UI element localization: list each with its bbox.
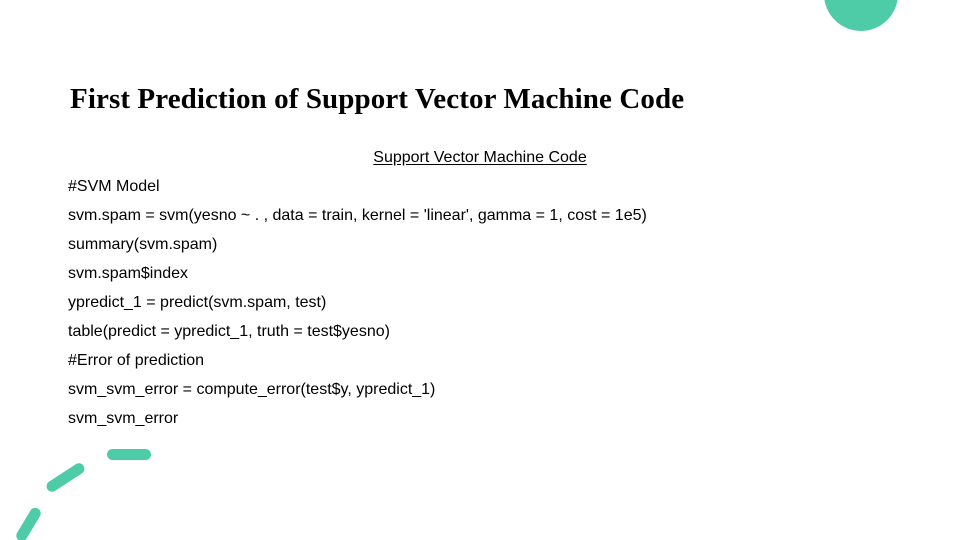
code-line: svm_svm_error xyxy=(68,410,179,427)
decorative-bar-horizontal-icon xyxy=(107,449,151,460)
code-line: ypredict_1 = predict(svm.spam, test) xyxy=(68,294,327,311)
slide-title: First Prediction of Support Vector Machi… xyxy=(70,83,685,116)
code-block-heading: Support Vector Machine Code xyxy=(373,149,587,166)
code-line: svm.spam$index xyxy=(68,265,189,282)
code-line: svm_svm_error = compute_error(test$y, yp… xyxy=(68,381,436,398)
code-line: table(predict = ypredict_1, truth = test… xyxy=(68,323,390,340)
code-block: #SVM Model svm.spam = svm(yesno ~ . , da… xyxy=(68,172,892,433)
decorative-circle-icon xyxy=(824,0,898,31)
code-line: #SVM Model xyxy=(68,178,160,195)
code-line: summary(svm.spam) xyxy=(68,236,218,253)
decorative-bar-diagonal-upper-icon xyxy=(44,461,87,494)
code-line: #Error of prediction xyxy=(68,352,205,369)
code-line: svm.spam = svm(yesno ~ . , data = train,… xyxy=(68,207,647,224)
decorative-bar-diagonal-lower-icon xyxy=(14,505,43,540)
slide-body: Support Vector Machine Code #SVM Model s… xyxy=(68,143,892,433)
